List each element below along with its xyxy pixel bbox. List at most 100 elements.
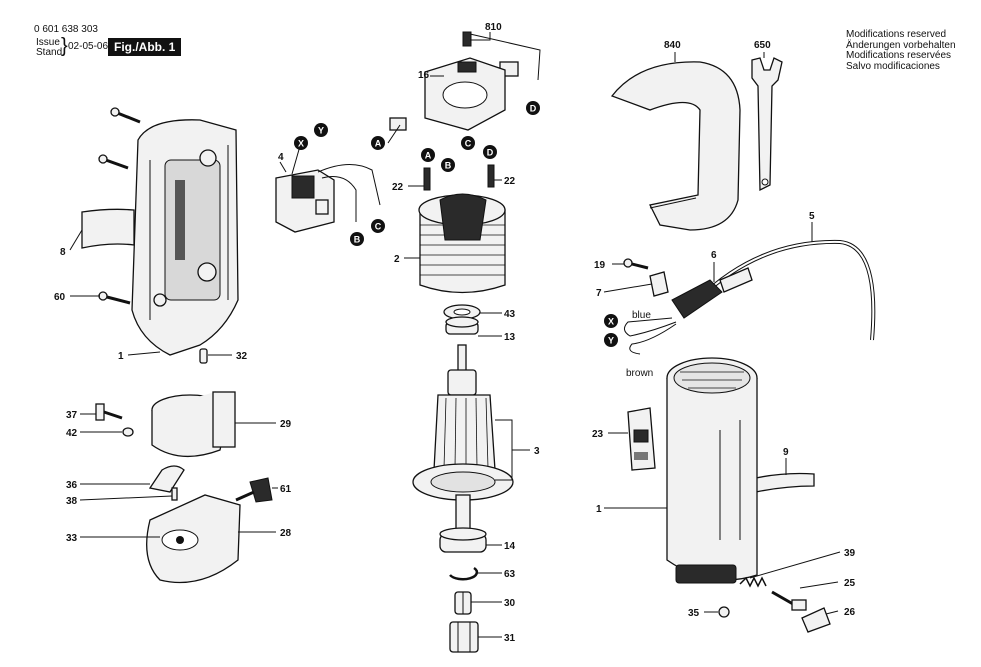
connector-B-stator: B bbox=[441, 158, 455, 172]
modification-fr: Modifications reservées bbox=[846, 50, 952, 61]
cord-clamp-7 bbox=[649, 271, 669, 297]
washer-42 bbox=[122, 427, 134, 437]
connector-A-upper: A bbox=[371, 136, 385, 150]
connector-Y-cord: Y bbox=[604, 333, 618, 347]
screw-60 bbox=[98, 291, 131, 305]
part-number-14: 14 bbox=[504, 541, 516, 552]
knob-61 bbox=[235, 477, 273, 503]
terminal-22-right bbox=[487, 164, 495, 188]
connector-A-stator: A bbox=[421, 148, 435, 162]
part-number-4: 4 bbox=[278, 152, 284, 163]
wire-label-blue: blue bbox=[632, 310, 651, 321]
figure-label: Fig./Abb. 1 bbox=[108, 38, 182, 56]
wire-label-brown: brown bbox=[626, 368, 653, 379]
pin-38 bbox=[171, 487, 178, 501]
svg-text:X: X bbox=[608, 317, 614, 327]
clamp-36 bbox=[148, 465, 185, 493]
screw-19 bbox=[623, 258, 649, 270]
connector-X-cord: X bbox=[604, 314, 618, 328]
part-number-3: 3 bbox=[534, 446, 540, 457]
stand-label: Stand bbox=[36, 47, 63, 58]
svg-text:X: X bbox=[298, 139, 304, 149]
connector-C-switch: C bbox=[371, 219, 385, 233]
switch-cover-23 bbox=[627, 407, 656, 471]
svg-text:Y: Y bbox=[608, 336, 614, 346]
part-number-840: 840 bbox=[664, 40, 681, 51]
issue-date: 02-05-06 bbox=[68, 41, 109, 52]
part-number-36: 36 bbox=[66, 480, 78, 491]
connector-D-upper: D bbox=[526, 101, 540, 115]
part-number-39: 39 bbox=[844, 548, 856, 559]
collet-nut-31 bbox=[449, 621, 479, 653]
part-number-61: 61 bbox=[280, 484, 292, 495]
armature-3 bbox=[412, 344, 514, 531]
wrench-650 bbox=[751, 57, 783, 192]
svg-text:D: D bbox=[530, 104, 537, 114]
part-number-6: 6 bbox=[711, 250, 717, 261]
drawing-number: 0 601 638 303 bbox=[34, 24, 98, 35]
modification-de: Änderungen vorbehalten bbox=[846, 39, 956, 51]
spring-39 bbox=[739, 576, 767, 588]
part-number-26: 26 bbox=[844, 607, 856, 618]
part-number-32: 32 bbox=[236, 351, 248, 362]
washer-35 bbox=[718, 606, 730, 618]
switch-4 bbox=[275, 164, 381, 233]
part-number-60: 60 bbox=[54, 292, 66, 303]
motor-housing bbox=[666, 357, 758, 584]
terminal-22-left bbox=[423, 167, 431, 191]
svg-text:D: D bbox=[487, 148, 494, 158]
part-number-16: 16 bbox=[418, 70, 430, 81]
wire-blue bbox=[624, 317, 677, 337]
modification-es: Salvo modificaciones bbox=[846, 60, 940, 72]
svg-text:Y: Y bbox=[318, 126, 324, 136]
brush-plate-16 bbox=[424, 57, 506, 131]
handle-840 bbox=[610, 61, 741, 231]
connector-Y-switch: Y bbox=[314, 123, 328, 137]
modifications-notice: Modifications reserved Änderungen vorbeh… bbox=[846, 29, 956, 72]
wire-brown bbox=[629, 323, 677, 355]
part-number-9: 9 bbox=[783, 447, 789, 458]
part-number-43: 43 bbox=[504, 309, 516, 320]
part-number-22-right: 22 bbox=[504, 176, 516, 187]
circlip-63 bbox=[449, 566, 479, 581]
connector-C-stator: C bbox=[461, 136, 475, 150]
part-number-1-motor-housing: 1 bbox=[596, 504, 602, 515]
svg-text:A: A bbox=[375, 139, 382, 149]
part-number-1-housing-half: 1 bbox=[118, 351, 124, 362]
bearing-13 bbox=[445, 316, 479, 335]
bearing-14 bbox=[439, 527, 487, 553]
collet-30 bbox=[454, 591, 472, 615]
part-number-810: 810 bbox=[485, 22, 502, 33]
housing-half bbox=[131, 119, 239, 356]
part-number-42: 42 bbox=[66, 428, 78, 439]
part-number-19: 19 bbox=[594, 260, 606, 271]
part-number-33: 33 bbox=[66, 533, 78, 544]
cap-26 bbox=[801, 607, 831, 633]
part-number-5: 5 bbox=[809, 211, 815, 222]
part-number-13: 13 bbox=[504, 332, 516, 343]
part-number-31: 31 bbox=[504, 633, 516, 644]
base-adapter bbox=[151, 391, 236, 458]
part-number-22-left: 22 bbox=[392, 182, 404, 193]
label-sticker-9 bbox=[755, 472, 815, 493]
screw-mid bbox=[98, 154, 129, 170]
part-number-63: 63 bbox=[504, 569, 516, 580]
lock-pin-25 bbox=[771, 590, 807, 611]
svg-text:B: B bbox=[445, 161, 452, 171]
part-number-8: 8 bbox=[60, 247, 66, 258]
part-number-37: 37 bbox=[66, 410, 78, 421]
pin-32 bbox=[199, 348, 208, 364]
carbon-brush bbox=[389, 117, 407, 131]
cord-guard-6 bbox=[671, 267, 753, 319]
connector-B-switch: B bbox=[350, 232, 364, 246]
label-sticker-8 bbox=[81, 208, 135, 249]
part-number-25: 25 bbox=[844, 578, 856, 589]
leader-lines bbox=[69, 32, 841, 638]
router-base bbox=[146, 494, 241, 584]
thumb-screw-37 bbox=[95, 403, 123, 421]
part-number-23: 23 bbox=[592, 429, 604, 440]
part-number-35: 35 bbox=[688, 608, 700, 619]
connector-D-stator: D bbox=[483, 145, 497, 159]
screw-top bbox=[110, 107, 141, 124]
